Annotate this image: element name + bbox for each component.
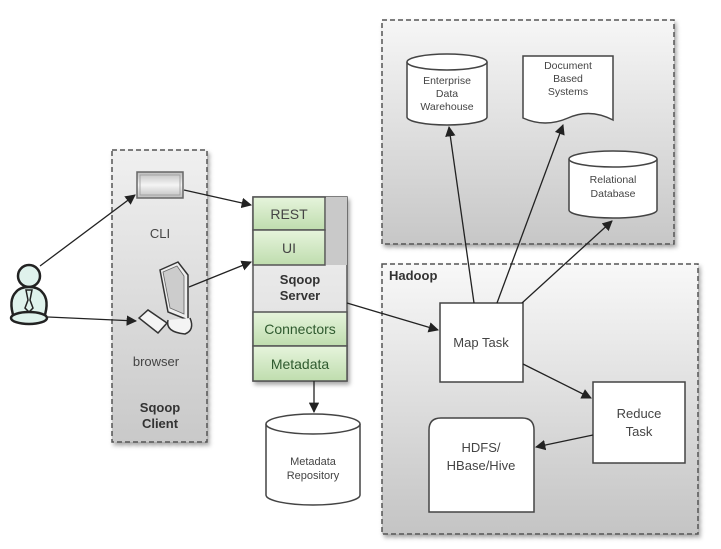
module-ui-label: UI <box>282 240 296 256</box>
document-based-systems[interactable]: Document Based Systems <box>522 55 614 124</box>
reduce-task-label-line1: Reduce <box>617 406 662 421</box>
user-icon[interactable] <box>9 263 49 326</box>
sqoop-client-label-line2: Client <box>142 416 179 431</box>
arrow-cli-to-rest <box>183 189 253 209</box>
sqoop-client-label-line1: Sqoop <box>140 400 180 415</box>
docs-label-line2: Based <box>553 73 583 85</box>
docs-label-line1: Document <box>544 60 592 72</box>
metadata-repository[interactable]: Metadata Repository <box>265 413 361 506</box>
sqoop-server[interactable]: REST UI Sqoop Server Connectors Metadata <box>252 196 348 382</box>
enterprise-data-warehouse[interactable]: Enterprise Data Warehouse <box>406 53 488 126</box>
module-rest-label: REST <box>270 206 308 222</box>
arrow-maptask-to-edw <box>445 125 475 304</box>
module-connectors-label: Connectors <box>264 321 336 337</box>
hdfs-hbase-hive[interactable]: HDFS/ HBase/Hive <box>428 417 535 513</box>
arrow-maptask-to-docs <box>496 124 565 304</box>
module-connectors[interactable]: Connectors <box>252 311 348 347</box>
metadata-repository-label-line2: Repository <box>287 470 340 482</box>
arrow-browser-to-ui <box>188 260 252 288</box>
rdb-label-line2: Database <box>591 188 636 200</box>
sqoop-server-label-line2: Server <box>280 288 320 303</box>
metadata-repository-label-line1: Metadata <box>290 456 337 468</box>
browser-label: browser <box>133 354 180 369</box>
docs-label-line3: Systems <box>548 86 588 98</box>
module-ui[interactable]: UI <box>252 229 326 266</box>
module-metadata[interactable]: Metadata <box>252 345 348 382</box>
hadoop-label: Hadoop <box>389 268 437 283</box>
storage-label-line2: HBase/Hive <box>447 458 516 473</box>
map-task[interactable]: Map Task <box>439 302 524 383</box>
arrow-maptask-to-rdb <box>521 220 613 304</box>
arrow-server-to-maptask <box>346 302 439 333</box>
arrow-user-to-cli <box>39 194 136 267</box>
arrow-maptask-to-reduce <box>522 363 592 399</box>
edw-label-line2: Data <box>436 88 458 100</box>
reduce-task-label-line2: Task <box>626 424 653 439</box>
rdb-label-line1: Relational <box>590 174 637 186</box>
browser-workstation-icon[interactable] <box>137 261 193 335</box>
arrow-user-to-browser <box>47 315 138 326</box>
reduce-task[interactable]: Reduce Task <box>592 381 686 464</box>
arrow-reduce-to-storage <box>534 434 594 451</box>
module-rest[interactable]: REST <box>252 196 326 231</box>
storage-label-line1: HDFS/ <box>462 440 501 455</box>
edw-label-line3: Warehouse <box>420 101 473 113</box>
cli-terminal-icon[interactable] <box>136 171 184 199</box>
relational-database[interactable]: Relational Database <box>568 150 658 219</box>
sqoop-server-label-line1: Sqoop <box>280 272 320 287</box>
map-task-label: Map Task <box>453 335 509 350</box>
cli-label: CLI <box>150 226 170 241</box>
edw-label-line1: Enterprise <box>423 75 471 87</box>
module-metadata-label: Metadata <box>271 356 330 372</box>
